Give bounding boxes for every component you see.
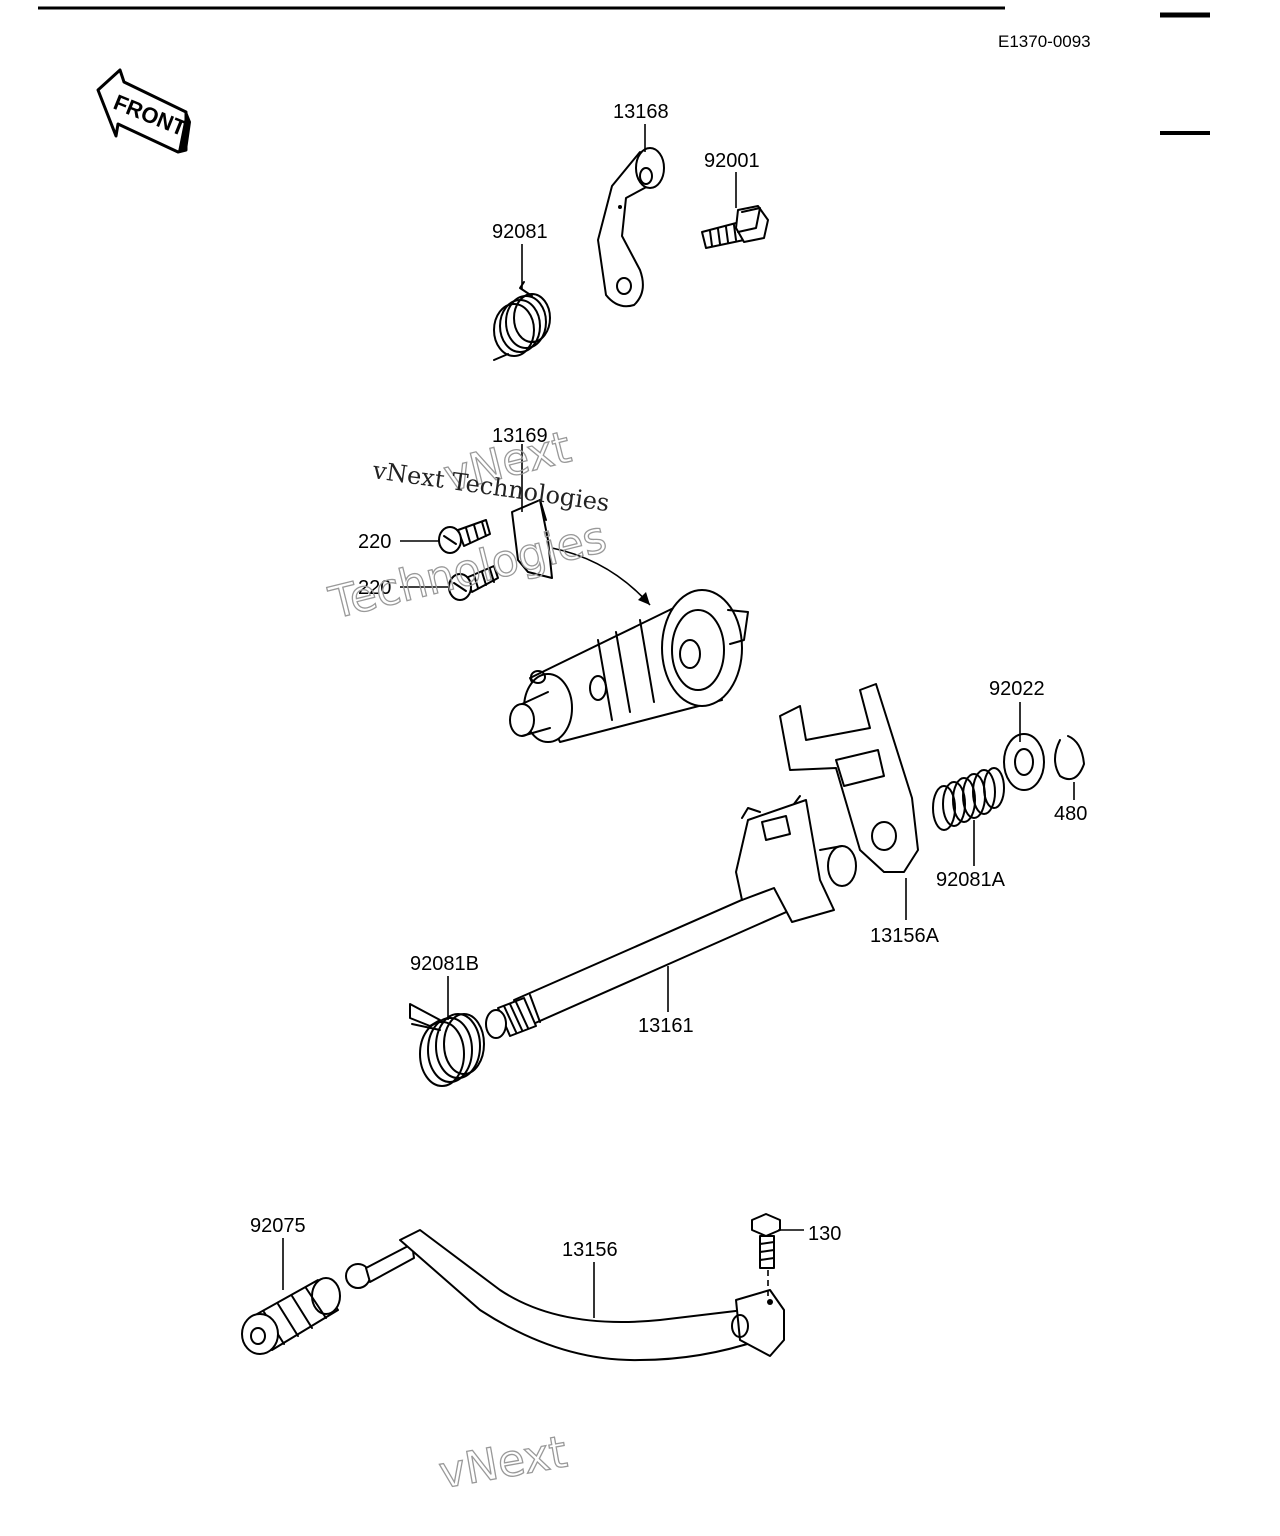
part-92081B-spring bbox=[409, 1003, 485, 1087]
callout-220-upper: 220 bbox=[358, 531, 391, 553]
callout-92022: 92022 bbox=[989, 678, 1045, 700]
drawing-code: E1370-0093 bbox=[998, 32, 1091, 51]
part-92022-washer bbox=[1003, 733, 1045, 791]
callout-13168: 13168 bbox=[613, 101, 669, 123]
callout-480: 480 bbox=[1054, 803, 1087, 825]
callout-13161: 13161 bbox=[638, 1015, 694, 1037]
leader-lines bbox=[282, 124, 1075, 1318]
front-arrow-icon: FRONT bbox=[96, 68, 192, 154]
callout-92081: 92081 bbox=[492, 221, 548, 243]
callout-92001: 92001 bbox=[704, 150, 760, 172]
callout-130: 130 bbox=[808, 1223, 841, 1245]
part-92081A-spring bbox=[932, 767, 1005, 831]
callout-92081A: 92081A bbox=[936, 869, 1006, 891]
callout-labels: 13168 92001 92081 13169 220 220 92022 48… bbox=[250, 101, 1087, 1261]
assembly-arrowhead bbox=[638, 592, 650, 605]
part-92001-bolt bbox=[701, 205, 769, 249]
watermark-outline-bottom: vNext bbox=[435, 1427, 570, 1500]
part-220-screw-upper bbox=[438, 519, 491, 554]
page-border bbox=[38, 6, 1210, 135]
part-13156A-plate bbox=[779, 683, 919, 873]
callout-220-lower: 220 bbox=[358, 577, 391, 599]
part-13169-stopper bbox=[511, 499, 553, 579]
part-13168-arm bbox=[597, 147, 665, 308]
part-480-circlip bbox=[1054, 735, 1085, 780]
callout-13169: 13169 bbox=[492, 425, 548, 447]
callout-13156A: 13156A bbox=[870, 925, 940, 947]
callout-92075: 92075 bbox=[250, 1215, 306, 1237]
part-13156-pedal bbox=[345, 1229, 785, 1362]
part-130-bolt bbox=[751, 1213, 781, 1269]
callout-92081B: 92081B bbox=[410, 953, 479, 975]
assembly-arrow bbox=[551, 547, 651, 606]
part-92081-spring bbox=[493, 281, 551, 361]
part-13161-shaft bbox=[485, 795, 857, 1039]
callout-13156: 13156 bbox=[562, 1239, 618, 1261]
part-92075-rubber bbox=[241, 1277, 341, 1355]
shift-drum bbox=[509, 589, 749, 743]
